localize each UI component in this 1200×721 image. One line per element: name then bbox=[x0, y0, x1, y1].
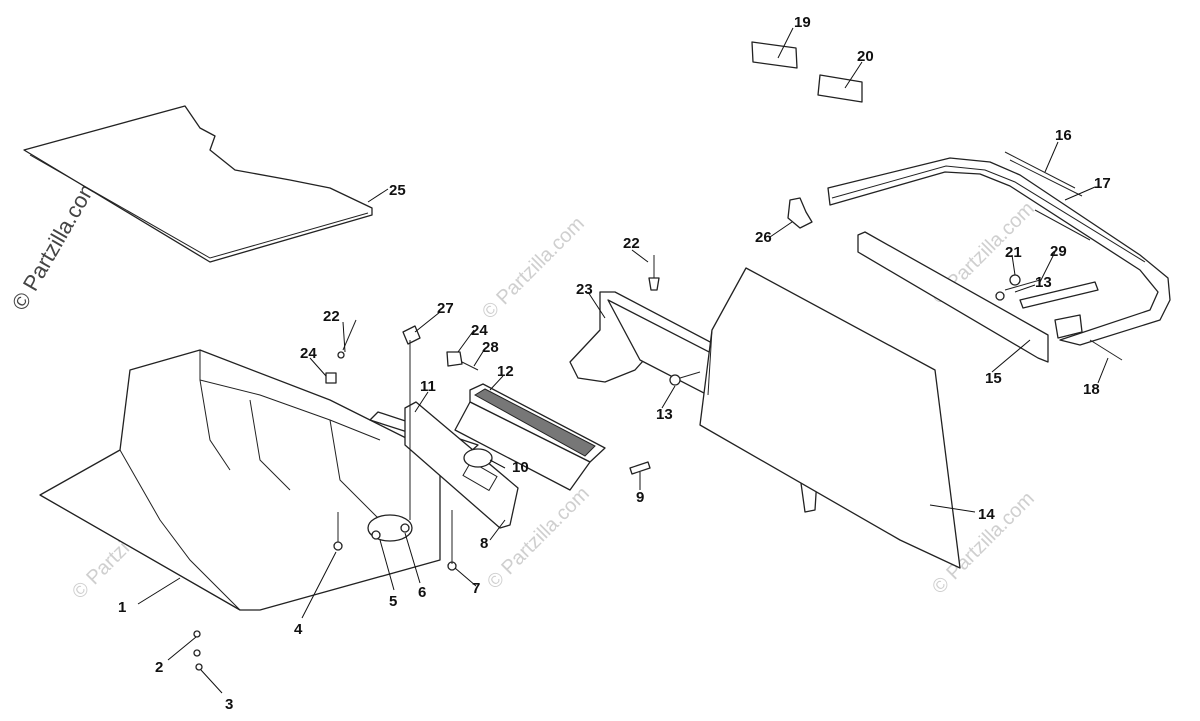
callout-6: 6 bbox=[418, 584, 426, 601]
callout-27: 27 bbox=[437, 300, 454, 317]
copyright-watermark: © Partzilla.com bbox=[7, 174, 103, 315]
callout-7: 7 bbox=[472, 580, 480, 597]
part-25-tray bbox=[23, 105, 373, 263]
part-10-knob bbox=[463, 448, 493, 468]
part-5-lamp bbox=[367, 514, 413, 542]
callout-8: 8 bbox=[480, 535, 488, 552]
callout-11: 11 bbox=[420, 378, 436, 395]
callouts: 1 2 3 4 5 6 7 8 9 10 11 12 13 13 14 15 1… bbox=[118, 14, 1111, 713]
callout-24: 24 bbox=[471, 322, 488, 339]
part-13-nut bbox=[669, 371, 701, 386]
callout-3: 3 bbox=[225, 696, 233, 713]
part-12-grille bbox=[454, 383, 606, 491]
callout-12: 12 bbox=[497, 363, 514, 380]
part-15-bar bbox=[857, 231, 1049, 363]
part-19-20-decals bbox=[751, 41, 863, 103]
callout-9: 9 bbox=[636, 489, 644, 506]
callout-13: 13 bbox=[1035, 274, 1052, 291]
hardware-left bbox=[325, 319, 479, 520]
callout-2: 2 bbox=[155, 659, 163, 676]
callout-22: 22 bbox=[323, 308, 340, 325]
callout-15: 15 bbox=[985, 370, 1002, 387]
callout-18: 18 bbox=[1083, 381, 1100, 398]
callout-4: 4 bbox=[294, 621, 303, 638]
callout-10: 10 bbox=[512, 459, 529, 476]
callout-28: 28 bbox=[482, 339, 499, 356]
callout-23: 23 bbox=[576, 281, 593, 298]
part-22-pin bbox=[648, 255, 660, 291]
callout-21: 21 bbox=[1005, 244, 1022, 261]
callout-13: 13 bbox=[656, 406, 673, 423]
callout-22: 22 bbox=[623, 235, 640, 252]
callout-5: 5 bbox=[389, 593, 397, 610]
part-16-rail bbox=[827, 151, 1171, 346]
part-14-panel bbox=[699, 267, 961, 569]
callout-26: 26 bbox=[755, 229, 772, 246]
callout-14: 14 bbox=[978, 506, 995, 523]
callout-29: 29 bbox=[1050, 243, 1067, 260]
callout-25: 25 bbox=[389, 182, 406, 199]
callout-24: 24 bbox=[300, 345, 317, 362]
part-8-plate bbox=[404, 401, 519, 529]
hardware-right bbox=[787, 197, 1123, 361]
watermark-text: © Partzilla.com bbox=[478, 213, 589, 324]
callout-16: 16 bbox=[1055, 127, 1072, 144]
callout-17: 17 bbox=[1094, 175, 1111, 192]
leader-lines bbox=[137, 27, 1109, 694]
small-fasteners bbox=[193, 461, 651, 671]
callout-1: 1 bbox=[118, 599, 126, 616]
callout-19: 19 bbox=[794, 14, 811, 31]
callout-20: 20 bbox=[857, 48, 874, 65]
